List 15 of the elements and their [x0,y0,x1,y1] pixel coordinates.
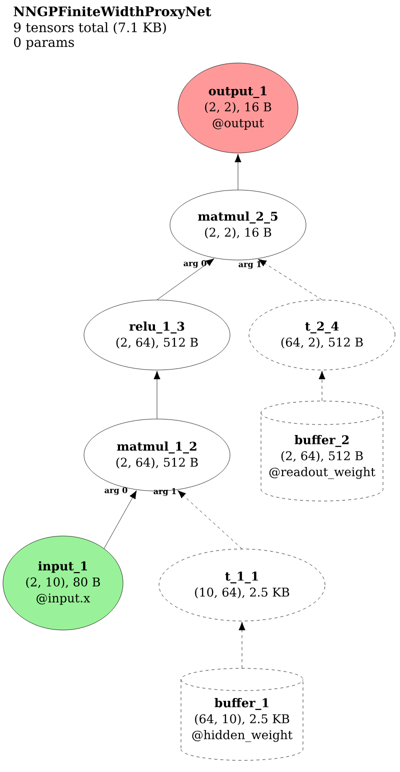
arrow [258,258,322,300]
buffer-cylinder: buffer_2 (2, 64), 512 B @readout_weight [260,400,384,502]
diagram-title: NNGPFiniteWidthProxyNet [14,6,212,19]
arrow [156,258,214,300]
arrow [238,622,246,668]
edge-label: arg 0 [184,260,206,268]
arrow [318,370,326,402]
arrow [154,370,160,419]
summary-text: 9 tensors total (7.1 KB) [14,22,166,34]
arrow [104,490,137,549]
buffer-cylinder: buffer_1 (64, 10), 2.5 KB @hidden_weight [180,668,304,761]
arrow [234,154,242,190]
summary-text: 0 params [14,37,74,50]
edge-label: arg 1 [238,261,261,269]
arrow [177,490,242,549]
